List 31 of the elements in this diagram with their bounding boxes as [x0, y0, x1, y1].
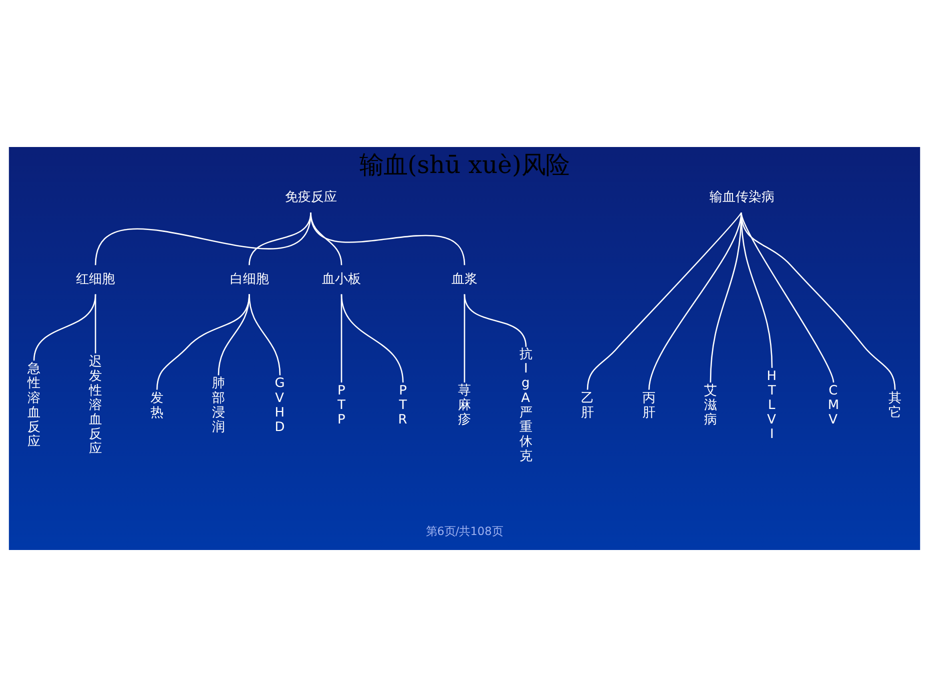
- node-text: 丙肝: [642, 390, 656, 420]
- node-text: CMV: [828, 382, 840, 428]
- node-text: PTP: [337, 382, 346, 428]
- node-text: HTLVI: [766, 368, 776, 442]
- diagram-title: 输血(shū xuè)风险: [359, 149, 570, 178]
- connector: [33, 294, 96, 360]
- connector: [310, 212, 466, 265]
- node-text: 抗IgA严重休克: [520, 346, 533, 464]
- node-text: 血小板: [322, 271, 362, 286]
- connector: [586, 212, 742, 390]
- connector: [340, 294, 404, 382]
- node-text: 荨麻疹: [458, 382, 472, 428]
- node-text: 白细胞: [230, 271, 269, 286]
- node-text: 艾滋病: [704, 382, 718, 428]
- node-text: PTR: [398, 382, 408, 428]
- connector: [740, 212, 896, 390]
- connector: [248, 294, 281, 375]
- connector: [94, 294, 96, 353]
- connector: [464, 294, 527, 346]
- node-text: 肺部浸润: [212, 376, 226, 434]
- node-text: 红细胞: [76, 271, 116, 286]
- label: 第6页/共108页: [426, 524, 503, 538]
- node-text: GVHD: [274, 376, 285, 434]
- node-text: 迟发性溶血反应: [89, 354, 102, 456]
- node-text: 其它: [888, 390, 902, 420]
- node-text: 血浆: [452, 271, 478, 286]
- node-text: 输血传染病: [709, 190, 774, 205]
- node-text: 免疫反应: [284, 190, 337, 205]
- node-text: 乙肝: [581, 390, 594, 420]
- node-text: 发热: [150, 390, 164, 420]
- node-text: 急性溶血反应: [28, 361, 41, 449]
